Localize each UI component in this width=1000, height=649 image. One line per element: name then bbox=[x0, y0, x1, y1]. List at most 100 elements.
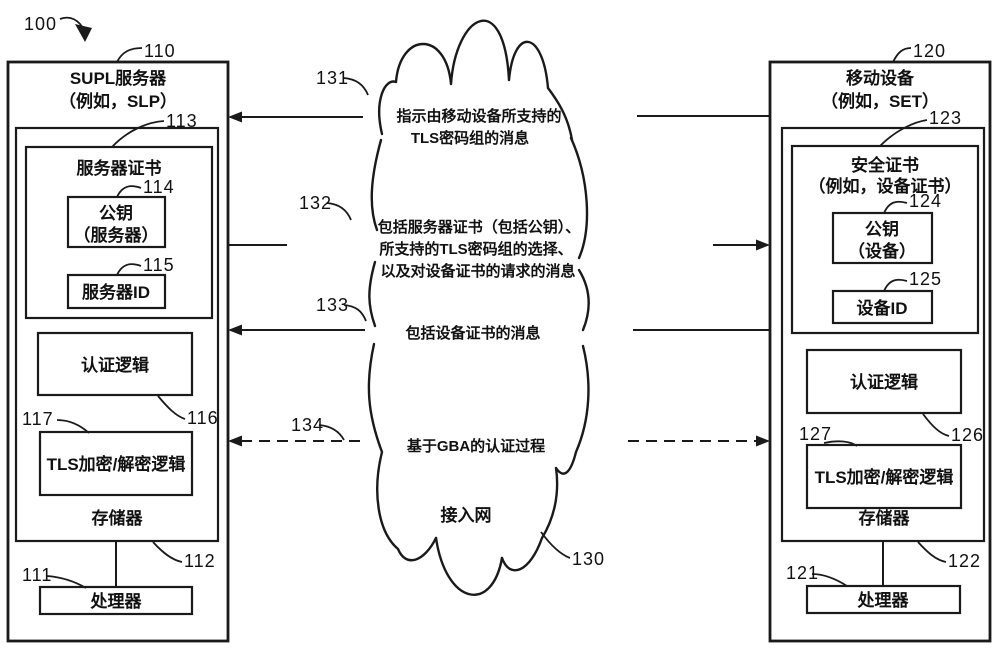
server-processor-ref: 111 bbox=[22, 565, 52, 585]
server-public-key-ref-leader bbox=[116, 185, 142, 198]
message-134-arrowhead-left-icon bbox=[228, 435, 242, 447]
mobile-title-line2: （例如，SET） bbox=[821, 91, 939, 111]
server-tls-logic-ref: 117 bbox=[22, 409, 54, 429]
server-public-key-box bbox=[66, 195, 167, 249]
server-auth-logic-box bbox=[36, 331, 194, 397]
server-certificate-ref: 113 bbox=[166, 111, 198, 131]
message-133-ref-leader bbox=[343, 304, 367, 322]
mobile-tls-logic-ref: 127 bbox=[799, 424, 832, 444]
mobile-ref: 120 bbox=[913, 41, 946, 61]
mobile-auth-logic-ref-leader bbox=[922, 413, 950, 437]
server-memory-ref: 112 bbox=[184, 551, 216, 571]
message-134-ref-leader bbox=[318, 424, 345, 441]
message-134-arrowhead-right-icon bbox=[756, 435, 770, 447]
figure-ref-100: 100 bbox=[24, 14, 92, 42]
access-network-cloud: 接入网 130 bbox=[367, 19, 605, 596]
server-processor-ref-leader bbox=[46, 575, 87, 589]
server-processor-box bbox=[38, 585, 194, 616]
message-134: 基于GBA的认证过程 134 bbox=[228, 415, 770, 455]
mobile-certificate-ref-leader bbox=[879, 119, 928, 147]
mobile-processor-ref-leader bbox=[811, 573, 848, 587]
message-132-ref: 132 bbox=[299, 193, 332, 213]
server-id-label: 服务器ID bbox=[82, 282, 150, 302]
message-131-text-line2: TLS密码组的消息 bbox=[411, 129, 529, 147]
cloud-outline-bottom bbox=[434, 536, 504, 596]
server-memory-label: 存储器 bbox=[92, 508, 144, 528]
mobile-processor-label: 处理器 bbox=[857, 590, 910, 610]
access-network-ref: 130 bbox=[572, 549, 605, 569]
server-memory-ref-leader bbox=[152, 541, 183, 563]
cloud-outline-left bbox=[367, 138, 438, 562]
mobile-auth-logic-label: 认证逻辑 bbox=[850, 372, 918, 392]
mobile-memory-ref-leader bbox=[917, 541, 947, 563]
message-133-ref: 133 bbox=[316, 295, 349, 315]
server-tls-logic-label: TLS加密/解密逻辑 bbox=[47, 454, 186, 474]
mobile-tls-logic-label: TLS加密/解密逻辑 bbox=[815, 467, 954, 487]
server-processor-label: 处理器 bbox=[90, 591, 143, 611]
server-public-key-line1: 公钥 bbox=[99, 203, 133, 223]
figure-ref-arrowhead-icon bbox=[75, 24, 92, 42]
message-133-arrowhead-left-icon bbox=[228, 324, 242, 336]
access-network-label: 接入网 bbox=[441, 505, 492, 525]
access-network-ref-leader bbox=[540, 531, 571, 559]
supl-server: SUPL服务器 （例如，SLP） 110 存储器 112 服务器证书 113 公… bbox=[6, 41, 230, 643]
server-title-line2: （例如，SLP） bbox=[59, 91, 177, 111]
message-131-arrowhead-left-icon bbox=[228, 111, 242, 123]
message-131-text-line1: 指示由移动设备所支持的 bbox=[396, 107, 561, 125]
message-131-ref-leader bbox=[343, 77, 369, 96]
mobile-device-id-ref-leader bbox=[883, 278, 908, 292]
server-certificate-ref-leader bbox=[111, 120, 165, 148]
server-auth-logic-ref-leader bbox=[157, 395, 186, 420]
mobile-public-key-ref: 124 bbox=[909, 191, 942, 211]
mobile-auth-logic-box bbox=[805, 348, 963, 415]
message-132: 包括服务器证书（包括公钥）、 所支持的TLS密码组的选择、 以及对设备证书的请求… bbox=[228, 193, 770, 280]
mobile-tls-logic-ref-leader bbox=[823, 440, 858, 447]
message-131: 指示由移动设备所支持的 TLS密码组的消息 131 bbox=[228, 68, 770, 147]
mobile-public-key-ref-leader bbox=[883, 200, 908, 214]
mobile-title-line1: 移动设备 bbox=[846, 68, 915, 88]
mobile-device-id-label: 设备ID bbox=[857, 298, 908, 318]
message-132-text-line3: 以及对设备证书的请求的消息 bbox=[380, 262, 575, 280]
mobile-public-key-box bbox=[831, 211, 934, 265]
message-131-ref: 131 bbox=[316, 68, 349, 88]
server-id-ref-leader bbox=[116, 263, 142, 276]
message-132-ref-leader bbox=[326, 202, 352, 221]
server-id-ref: 115 bbox=[143, 255, 175, 275]
mobile-certificate-title-line1: 安全证书 bbox=[851, 155, 919, 175]
message-132-text-line2: 所支持的TLS密码组的选择、 bbox=[379, 240, 572, 258]
server-id-box bbox=[66, 273, 167, 310]
mobile-certificate-title-line2: （例如，设备证书） bbox=[809, 176, 962, 196]
message-134-ref: 134 bbox=[291, 415, 324, 435]
server-tls-logic-ref-leader bbox=[56, 419, 90, 434]
mobile-auth-logic-ref: 126 bbox=[951, 425, 984, 445]
mobile-processor-box bbox=[805, 584, 962, 615]
mobile-processor-ref: 121 bbox=[786, 563, 819, 583]
mobile-tls-logic-box bbox=[805, 443, 963, 510]
figure-ref-label: 100 bbox=[24, 14, 57, 34]
server-title-line1: SUPL服务器 bbox=[70, 68, 167, 88]
server-tls-logic-box bbox=[38, 430, 194, 497]
mobile-public-key-line2: （设备） bbox=[848, 241, 916, 261]
cloud-outline-right bbox=[500, 136, 590, 572]
cloud-outline-top bbox=[378, 19, 574, 142]
server-auth-logic-ref: 116 bbox=[187, 408, 219, 428]
message-133-text-line1: 包括设备证书的消息 bbox=[405, 324, 540, 342]
mobile-ref-leader bbox=[892, 47, 912, 63]
mobile-public-key-line1: 公钥 bbox=[865, 219, 899, 239]
server-public-key-line2: （服务器） bbox=[74, 225, 159, 245]
message-132-text-line1: 包括服务器证书（包括公钥）、 bbox=[378, 218, 581, 236]
server-ref-leader bbox=[116, 47, 143, 63]
server-certificate-title: 服务器证书 bbox=[77, 158, 162, 178]
mobile-certificate-ref: 123 bbox=[929, 108, 962, 128]
mobile-device: 移动设备 （例如，SET） 120 存储器 122 安全证书 （例如，设备证书）… bbox=[768, 41, 992, 643]
mobile-memory-label: 存储器 bbox=[859, 508, 911, 528]
server-public-key-ref: 114 bbox=[143, 177, 175, 197]
message-132-arrowhead-right-icon bbox=[756, 239, 770, 251]
message-133: 包括设备证书的消息 133 bbox=[228, 295, 770, 342]
mobile-device-id-box bbox=[831, 289, 934, 325]
mobile-device-id-ref: 125 bbox=[909, 269, 942, 289]
mobile-memory-ref: 122 bbox=[948, 551, 981, 571]
message-134-text-line1: 基于GBA的认证过程 bbox=[406, 437, 545, 455]
server-auth-logic-label: 认证逻辑 bbox=[81, 355, 149, 375]
